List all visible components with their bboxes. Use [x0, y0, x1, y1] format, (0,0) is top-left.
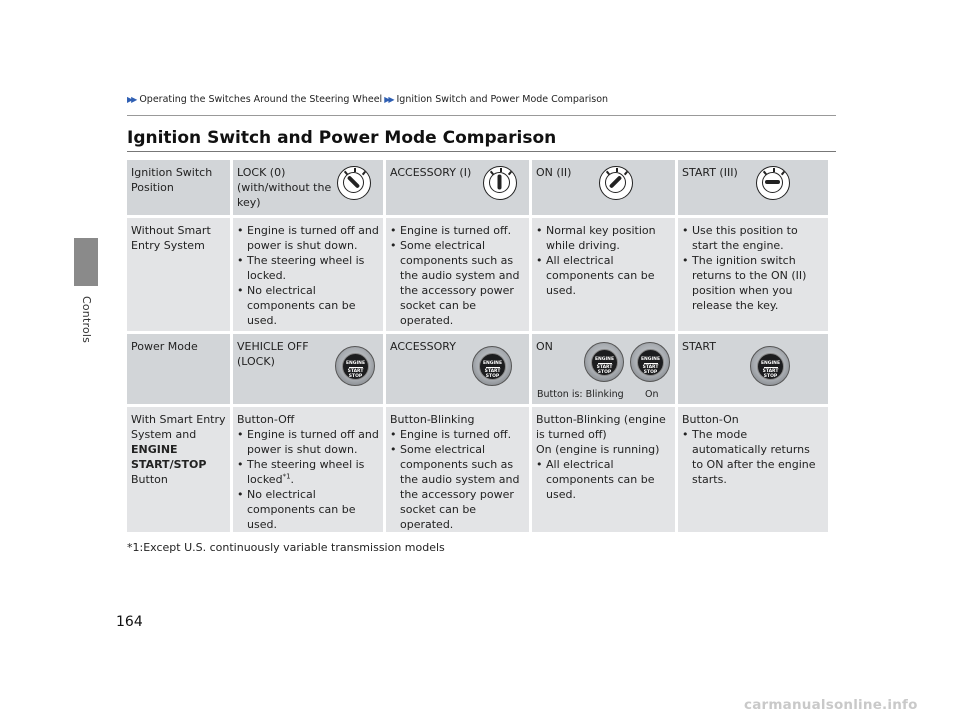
list-item: The ignition switch returns to the ON (I…: [682, 253, 824, 313]
power-mode-label: Power Mode: [127, 334, 230, 404]
ignition-on-icon: [599, 166, 633, 200]
title-divider: [127, 151, 836, 152]
list-item: Engine is turned off.: [390, 427, 525, 442]
breadcrumb-item-2[interactable]: Ignition Switch and Power Mode Compariso…: [396, 94, 609, 105]
list-item: The steering wheel is locked.: [237, 253, 379, 283]
start-position-cell: START (III): [678, 160, 828, 215]
list-item: Engine is turned off and power is shut d…: [237, 223, 379, 253]
double-arrow-icon: ▶▶: [127, 95, 137, 104]
button-on-description: Button-On The mode automatically returns…: [678, 407, 828, 532]
ignition-header-row: Ignition Switch Position LOCK (0) (with/…: [127, 160, 836, 215]
button-blinking-description: Button-Blinking Engine is turned off. So…: [386, 407, 529, 532]
list-item: The mode automatically returns to ON aft…: [682, 427, 824, 487]
comparison-table: Ignition Switch Position LOCK (0) (with/…: [127, 160, 836, 535]
accessory-position-cell: ACCESSORY (I): [386, 160, 529, 215]
list-item: Use this position to start the engine.: [682, 223, 824, 253]
list-item: Engine is turned off.: [390, 223, 525, 238]
lock-position-cell: LOCK (0) (with/without the key): [233, 160, 383, 215]
start-description: Use this position to start the engine. T…: [678, 218, 828, 331]
ignition-accessory-icon: [483, 166, 517, 200]
section-tab: [74, 238, 98, 286]
watermark: carmanualsonline.info: [744, 697, 918, 713]
with-smart-entry-label: With Smart Entry System and ENGINE START…: [127, 407, 230, 532]
list-item: Some electrical components such as the a…: [390, 238, 525, 328]
page-title: Ignition Switch and Power Mode Compariso…: [127, 128, 557, 148]
section-label: Controls: [80, 296, 93, 344]
without-smart-entry-row: Without Smart Entry System Engine is tur…: [127, 218, 836, 331]
on-mode-description: Button-Blinking (engine is turned off) O…: [532, 407, 675, 532]
ignition-start-icon: [756, 166, 790, 200]
footnote-ref[interactable]: *1: [282, 472, 291, 481]
list-item: Normal key position while driving.: [536, 223, 671, 253]
ignition-header-label: Ignition Switch Position: [127, 160, 230, 215]
button-off-description: Button-Off Engine is turned off and powe…: [233, 407, 383, 532]
page-number: 164: [116, 614, 143, 630]
footnote: *1:Except U.S. continuously variable tra…: [127, 541, 445, 554]
list-item: No electrical components can be used.: [237, 487, 379, 532]
on-label: On: [645, 389, 659, 400]
double-arrow-icon: ▶▶: [384, 95, 394, 104]
breadcrumb-item-1[interactable]: Operating the Switches Around the Steeri…: [139, 94, 383, 105]
list-item: Some electrical components such as the a…: [390, 442, 525, 532]
list-item: The steering wheel is locked*1.: [237, 457, 379, 487]
on-position-cell: ON (II): [532, 160, 675, 215]
list-item: No electrical components can be used.: [237, 283, 379, 328]
with-smart-entry-row: With Smart Entry System and ENGINE START…: [127, 407, 836, 532]
breadcrumb: ▶▶Operating the Switches Around the Stee…: [127, 94, 608, 105]
without-smart-entry-label: Without Smart Entry System: [127, 218, 230, 331]
header-divider: [127, 115, 836, 116]
list-item: All electrical components can be used.: [536, 253, 671, 298]
list-item: Engine is turned off and power is shut d…: [237, 427, 379, 457]
list-item: All electrical components can be used.: [536, 457, 671, 502]
blinking-label: Button is: Blinking: [537, 389, 624, 400]
accessory-description: Engine is turned off. Some electrical co…: [386, 218, 529, 331]
on-description: Normal key position while driving. All e…: [532, 218, 675, 331]
lock-description: Engine is turned off and power is shut d…: [233, 218, 383, 331]
ignition-lock-icon: [337, 166, 371, 200]
